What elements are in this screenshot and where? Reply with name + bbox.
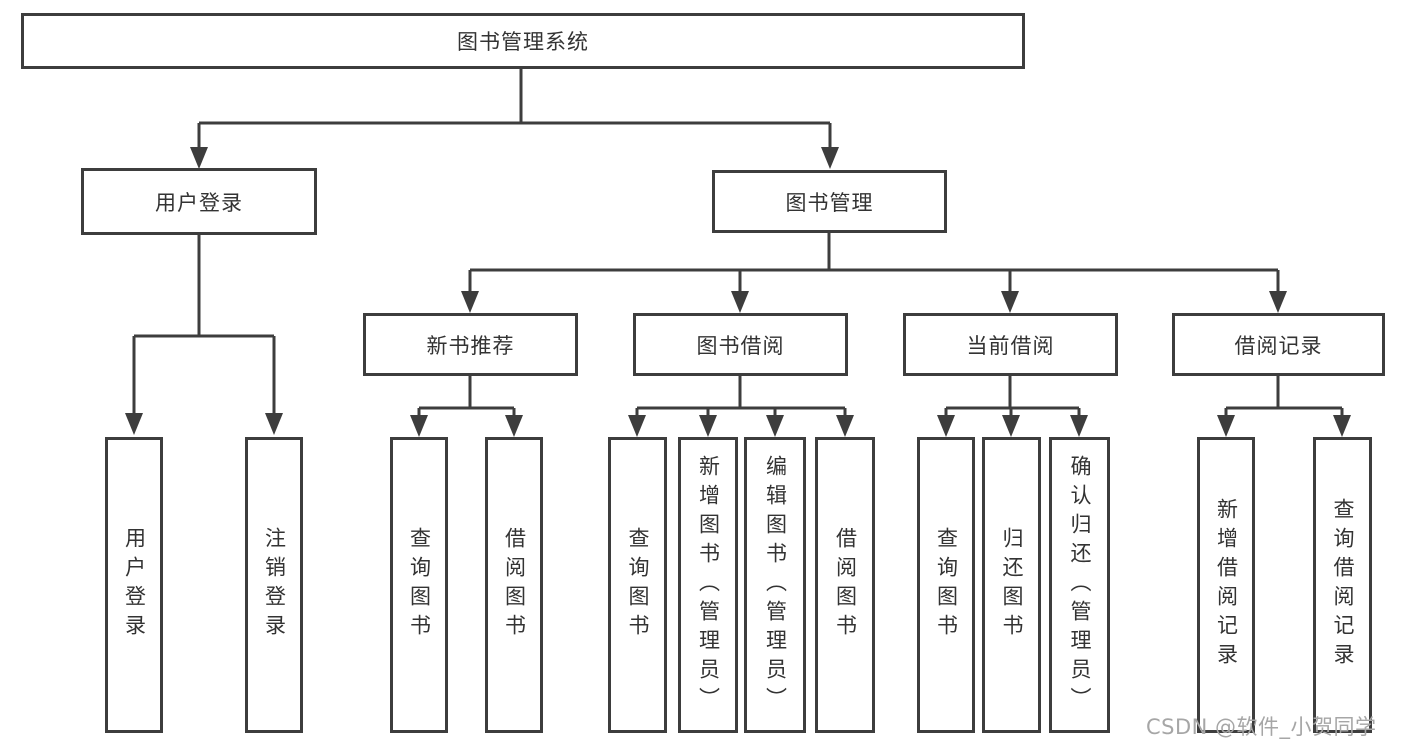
node-book-borrow: 图书借阅 [633,313,848,376]
leaf-query-borrow-record: 查询借阅记录 [1313,437,1372,733]
node-root-label: 图书管理系统 [457,30,589,54]
connector-book-borrow-children [628,376,854,437]
leaf-return-books: 归还图书 [982,437,1041,733]
leaf-confirm-return-admin: 确认归还（管理员） [1049,437,1110,733]
leaf-add-books-admin: 新增图书（管理员） [678,437,738,733]
leaf-borrow-books-label: 借阅图书 [833,527,858,643]
leaf-edit-books-admin-label: 编辑图书（管理员） [763,454,788,716]
leaf-logout-label: 注销登录 [262,527,287,643]
leaf-logout: 注销登录 [245,437,303,733]
leaf-query-books-current-label: 查询图书 [934,527,959,643]
connector-current-borrow-children [937,376,1088,437]
leaf-confirm-return-admin-label: 确认归还（管理员） [1068,454,1092,716]
leaf-query-books-recommend: 查询图书 [390,437,448,733]
leaf-user-login: 用户登录 [105,437,163,733]
connector-book-management-sections [461,233,1287,313]
leaf-borrow-books: 借阅图书 [815,437,875,733]
leaf-add-borrow-record: 新增借阅记录 [1197,437,1255,733]
node-new-book-recommend-label: 新书推荐 [426,333,515,358]
node-borrow-record: 借阅记录 [1172,313,1385,376]
leaf-add-borrow-record-label: 新增借阅记录 [1214,498,1239,672]
csdn-watermark: CSDN @软件_小贺同学 [1146,715,1377,739]
leaf-query-books-borrow-label: 查询图书 [626,527,650,643]
node-book-management-label: 图书管理 [785,190,874,215]
node-current-borrow: 当前借阅 [903,313,1118,376]
node-user-login-label: 用户登录 [155,190,243,215]
node-current-borrow-label: 当前借阅 [966,333,1055,358]
leaf-return-books-label: 归还图书 [1000,527,1024,643]
leaf-edit-books-admin: 编辑图书（管理员） [744,437,806,733]
node-book-borrow-label: 图书借阅 [696,333,785,358]
connector-new-book-children [410,376,523,437]
connector-root-to-level1 [190,69,839,169]
node-root-system: 图书管理系统 [21,13,1025,69]
connector-user-login-children [125,235,283,435]
node-borrow-record-label: 借阅记录 [1234,333,1323,358]
leaf-add-books-admin-label: 新增图书（管理员） [696,454,721,716]
connector-borrow-record-children [1217,376,1351,437]
leaf-user-login-label: 用户登录 [122,527,147,643]
node-new-book-recommend: 新书推荐 [363,313,578,376]
leaf-query-books-current: 查询图书 [917,437,975,733]
leaf-borrow-books-recommend: 借阅图书 [485,437,543,733]
leaf-borrow-books-recommend-label: 借阅图书 [502,527,527,643]
leaf-query-borrow-record-label: 查询借阅记录 [1331,498,1355,672]
leaf-query-books-borrow: 查询图书 [608,437,667,733]
leaf-query-books-recommend-label: 查询图书 [407,527,432,643]
node-user-login: 用户登录 [81,168,317,235]
node-book-management: 图书管理 [712,170,947,233]
